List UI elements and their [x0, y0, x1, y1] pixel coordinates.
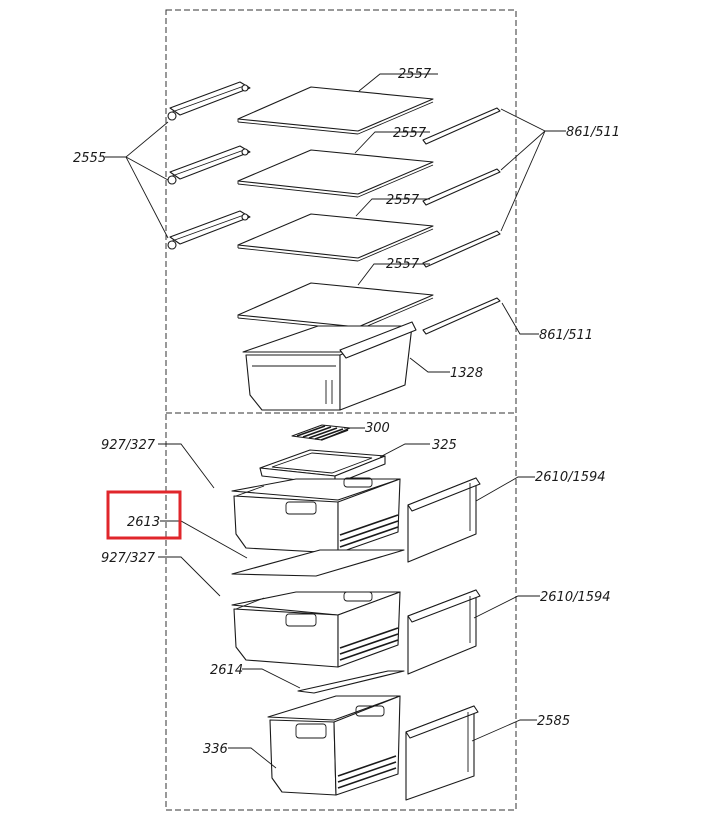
front-panel-1 — [407, 477, 481, 563]
glass-shelf-4 — [237, 282, 434, 328]
bottom-drawer — [267, 695, 401, 796]
shelf-trim-2 — [167, 145, 251, 185]
glass-shelf-1 — [237, 86, 434, 132]
label-drawer-2: 927/327 — [101, 551, 156, 566]
label-shelf-4: 2557 — [386, 257, 420, 272]
front-panel-2 — [407, 589, 481, 675]
cabinet-outline — [165, 9, 517, 811]
bottom-front-panel — [405, 705, 479, 801]
highlight-box — [106, 490, 182, 540]
label-insert-300: 300 — [365, 421, 390, 436]
glass-shelf-2 — [237, 149, 434, 195]
shelf-trim-1 — [167, 81, 251, 121]
label-rail-upper: 861/511 — [566, 125, 620, 140]
label-rail-lower: 861/511 — [539, 328, 593, 343]
label-upper-drawer: 1328 — [450, 366, 483, 381]
insert-300 — [291, 424, 351, 441]
label-tray-325: 325 — [432, 438, 457, 453]
label-shelf-3: 2557 — [386, 193, 420, 208]
leader-lines — [105, 73, 566, 769]
label-glass-2614: 2614 — [210, 663, 243, 678]
shelf-trim-3 — [167, 210, 251, 250]
glass-shelf-3 — [237, 213, 434, 259]
drawer-1 — [231, 477, 401, 554]
glass-2613 — [231, 549, 405, 577]
label-front-2: 2610/1594 — [540, 590, 611, 605]
label-bottom-front: 2585 — [537, 714, 570, 729]
label-shelf-trim: 2555 — [73, 151, 106, 166]
rail-3 — [422, 230, 501, 268]
upper-drawer — [242, 321, 417, 411]
label-shelf-2: 2557 — [393, 126, 427, 141]
drawer-2 — [231, 591, 401, 668]
label-glass-2613: 2613 — [127, 515, 160, 530]
label-bottom-drawer: 336 — [203, 742, 228, 757]
rail-1 — [422, 107, 501, 145]
glass-2614 — [297, 670, 405, 694]
rail-4 — [422, 297, 501, 335]
label-shelf-1: 2557 — [398, 67, 432, 82]
label-front-1: 2610/1594 — [535, 470, 606, 485]
rail-2 — [422, 168, 501, 206]
label-drawer-1: 927/327 — [101, 438, 156, 453]
